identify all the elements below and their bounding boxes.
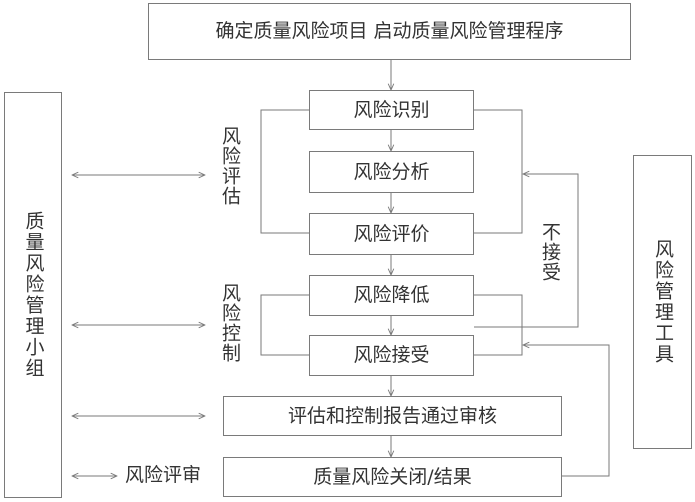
close-box: 质量风险关闭/结果 bbox=[223, 457, 562, 497]
control-bracket-right bbox=[474, 294, 523, 356]
assessment-bracket-left bbox=[260, 109, 309, 234]
close-feedback-loop bbox=[523, 345, 610, 477]
review-report-box: 评估和控制报告通过审核 bbox=[223, 396, 562, 436]
risk-analyze-box: 风险分析 bbox=[309, 151, 474, 193]
assessment-label: 风险评估 bbox=[219, 126, 241, 206]
risk-accept-box: 风险接受 bbox=[309, 335, 474, 376]
control-bracket-left bbox=[260, 294, 309, 356]
risk-review-label: 风险评审 bbox=[125, 464, 202, 486]
not-accept-label: 不接受 bbox=[539, 222, 561, 282]
not-accept-loop bbox=[474, 174, 579, 328]
risk-evaluate-box: 风险评价 bbox=[309, 213, 474, 255]
risk-reduce-box: 风险降低 bbox=[309, 275, 474, 316]
control-label: 风险控制 bbox=[219, 283, 241, 363]
start-box: 确定质量风险项目 启动质量风险管理程序 bbox=[148, 3, 631, 60]
tools-box: 风险管理工具 bbox=[633, 155, 692, 449]
risk-identify-box: 风险识别 bbox=[309, 90, 474, 130]
team-box: 质量风险管理小组 bbox=[4, 92, 62, 498]
assessment-bracket-right bbox=[474, 109, 523, 234]
